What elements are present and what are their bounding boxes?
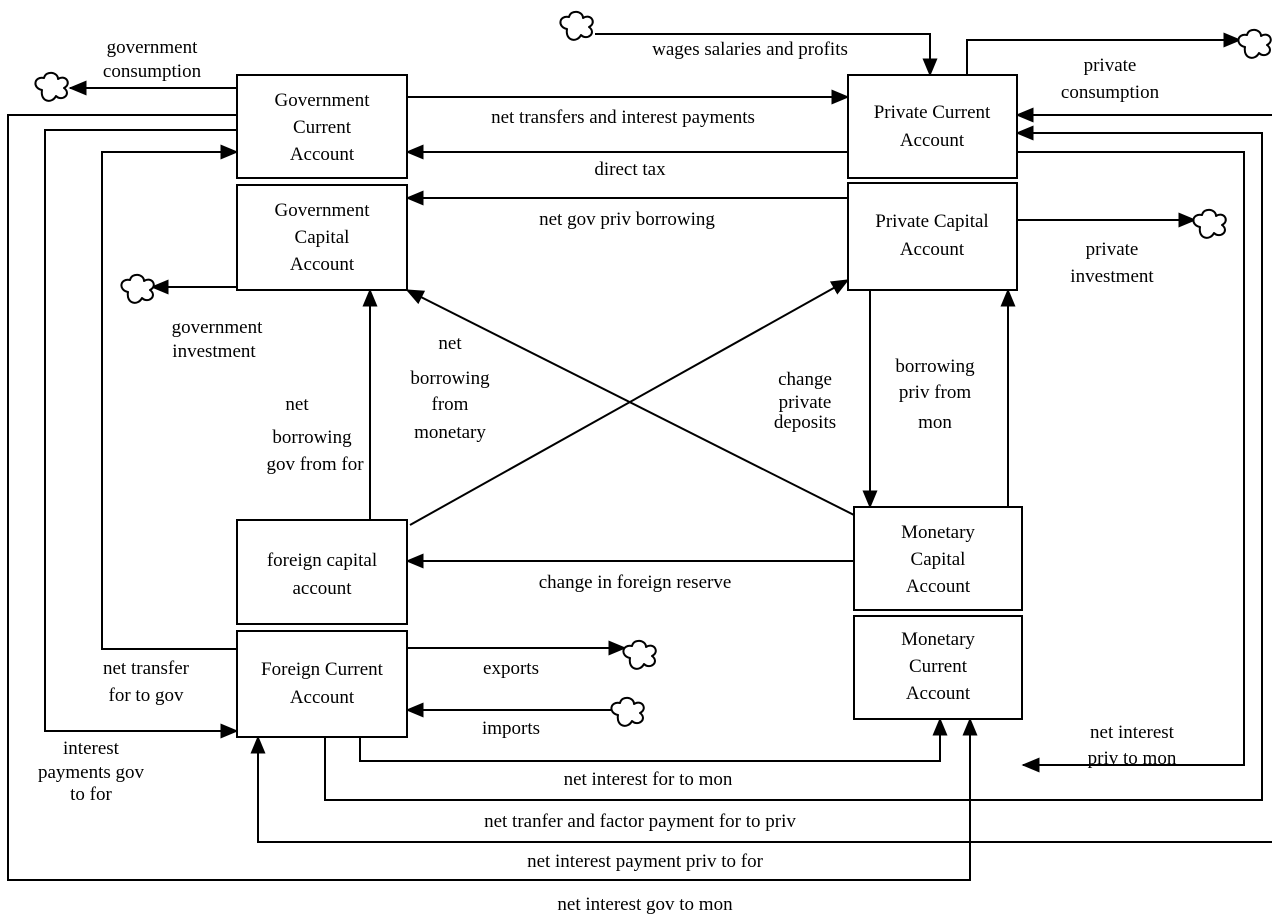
box-label: Account	[290, 144, 355, 165]
flow-label-borrowing-priv-mon: priv from	[899, 382, 972, 403]
box-label: Current	[293, 117, 352, 138]
flow-label-government-consumption: consumption	[103, 61, 202, 82]
flow-label-exports: exports	[483, 658, 539, 679]
box-label: Capital	[911, 549, 966, 570]
box-label: Account	[906, 683, 971, 704]
flow-label-net-borrowing-monetary: from	[432, 394, 469, 415]
box-label: Account	[906, 576, 971, 597]
flow-label-private-consumption: consumption	[1061, 82, 1160, 103]
box-label: account	[292, 578, 352, 599]
net-private-foreign-borrowing-flow	[409, 279, 850, 526]
flow-label-direct-tax: direct tax	[594, 159, 666, 180]
box-label: Monetary	[901, 522, 975, 543]
flow-label-private-investment: investment	[1070, 266, 1154, 287]
flow-label-change-foreign-reserve: change in foreign reserve	[539, 572, 732, 593]
flow-label-net-transfer-for-gov: for to gov	[109, 685, 184, 706]
net-interest-gov-mon-flow	[7, 114, 978, 881]
flow-label-government-investment: government	[172, 317, 263, 338]
flow-label-imports: imports	[482, 718, 540, 739]
net-interest-priv-mon-flow	[1017, 151, 1245, 773]
flow-label-change-private-deposits: deposits	[774, 412, 836, 433]
flow-label-private-investment: private	[1086, 239, 1139, 260]
flow-label-net-interest-gov-mon: net interest gov to mon	[557, 894, 733, 915]
flow-label-net-transfers-interest: net transfers and interest payments	[491, 107, 755, 128]
foreign-capital-account-box: foreign capital account	[236, 519, 408, 625]
flow-label-government-consumption: government	[107, 37, 198, 58]
flow-label-borrowing-priv-mon: borrowing	[895, 356, 975, 377]
private-consumption-flow	[966, 32, 1242, 75]
monetary-current-account-box: Monetary Current Account	[853, 615, 1023, 720]
flow-label-net-interest-priv-mon: priv to mon	[1088, 748, 1177, 769]
net-interest-priv-for-flow	[250, 735, 1272, 843]
government-current-account-box: Government Current Account	[236, 74, 408, 179]
cloud-icon	[1237, 28, 1272, 59]
box-label: Account	[290, 254, 355, 275]
box-label: Private Capital	[875, 211, 988, 232]
flow-label-change-private-deposits: private	[779, 392, 832, 413]
flow-label-net-interest-priv-for: net interest payment priv to for	[527, 851, 764, 872]
flow-label-net-tranfer-factor: net tranfer and factor payment for to pr…	[484, 811, 796, 832]
flow-label-net-borrowing-monetary: borrowing	[410, 368, 490, 389]
box-label: Government	[275, 90, 371, 111]
box-label: Account	[900, 239, 965, 260]
flow-label-net-borrowing-gov-for: net	[285, 394, 309, 415]
government-capital-account-box: Government Capital Account	[236, 184, 408, 291]
flow-label-interest-payments-gov-for: to for	[70, 784, 112, 805]
box-label: Capital	[295, 227, 350, 248]
monetary-capital-account-box: Monetary Capital Account	[853, 506, 1023, 611]
box-label: foreign capital	[267, 550, 377, 571]
private-current-account-box: Private Current Account	[847, 74, 1018, 179]
private-capital-account-box: Private Capital Account	[847, 182, 1018, 291]
net-transfer-for-gov-flow	[101, 144, 239, 650]
flow-label-net-interest-priv-mon: net interest	[1090, 722, 1175, 743]
flow-label-government-investment: investment	[172, 341, 256, 362]
flow-label-net-transfer-for-gov: net transfer	[103, 658, 190, 679]
flow-label-net-gov-priv-borrowing: net gov priv borrowing	[539, 209, 715, 230]
flow-label-wages: wages salaries and profits	[652, 39, 848, 60]
wages-flow	[595, 33, 938, 77]
box-label: Foreign Current	[261, 659, 384, 680]
cloud-icon	[34, 71, 69, 102]
cloud-icon	[610, 696, 645, 727]
flow-label-borrowing-priv-mon: mon	[918, 412, 952, 433]
cloud-icon	[1192, 208, 1227, 239]
flow-label-private-consumption: private	[1084, 55, 1137, 76]
cloud-icon	[559, 10, 594, 41]
flow-label-net-borrowing-gov-for: borrowing	[272, 427, 352, 448]
flow-label-change-private-deposits: change	[778, 369, 832, 390]
flow-label-interest-payments-gov-for: payments gov	[38, 762, 145, 783]
box-label: Monetary	[901, 629, 975, 650]
net-tranfer-factor-flow	[324, 125, 1263, 801]
foreign-current-account-box: Foreign Current Account	[236, 630, 408, 738]
box-label: Account	[900, 130, 965, 151]
box-label: Private Current	[874, 102, 991, 123]
interest-payments-gov-for-flow	[44, 129, 239, 739]
cloud-icon	[622, 639, 657, 670]
cloud-icon	[120, 273, 155, 304]
flow-label-net-borrowing-monetary: net	[438, 333, 462, 354]
flow-label-net-interest-for-mon: net interest for to mon	[564, 769, 733, 790]
flow-label-net-borrowing-monetary: monetary	[414, 422, 486, 443]
net-interest-for-mon-flow	[359, 717, 948, 762]
flow-label-net-borrowing-gov-for: gov from for	[266, 454, 364, 475]
box-label: Government	[275, 200, 371, 221]
flow-label-interest-payments-gov-for: interest	[63, 738, 120, 759]
box-label: Account	[290, 687, 355, 708]
box-label: Current	[909, 656, 968, 677]
